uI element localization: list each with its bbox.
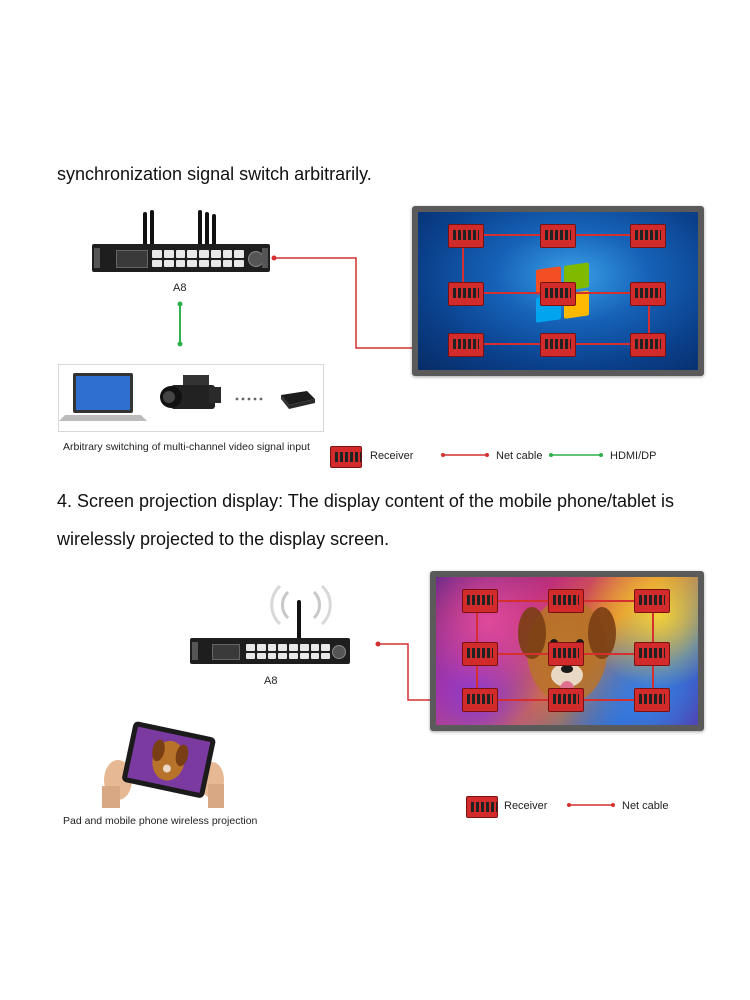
receiver-card <box>448 224 484 248</box>
legend-hdmi-line <box>549 453 603 457</box>
legend-receiver-icon-bottom <box>466 796 498 818</box>
laptop-icon <box>59 373 147 421</box>
legend-hdmi-label: HDMI/DP <box>610 450 657 462</box>
receiver-card <box>448 333 484 357</box>
led-screen-dog <box>430 571 704 731</box>
receiver-card <box>630 282 666 306</box>
legend-net-cable-line <box>441 453 489 457</box>
net-cable-link-bottom <box>375 641 438 701</box>
section4-heading-line2: wirelessly projected to the display scre… <box>57 529 390 549</box>
receiver-card <box>540 224 576 248</box>
antenna <box>143 212 147 248</box>
section3-heading: synchronization signal switch arbitraril… <box>57 164 372 184</box>
receiver-card <box>462 642 498 666</box>
net-cable-link-top <box>271 255 440 349</box>
receiver-card <box>540 333 576 357</box>
antenna <box>150 210 154 248</box>
hdmi-link <box>177 301 183 347</box>
legend-net-cable-line-bottom <box>567 803 615 807</box>
receiver-card <box>630 333 666 357</box>
receiver-card <box>548 589 584 613</box>
video-sources-panel <box>58 364 324 432</box>
led-screen-windows <box>412 206 704 376</box>
video-processor-unit-bottom <box>190 638 350 664</box>
legend-receiver-icon <box>330 446 362 468</box>
set-top-box-icon <box>281 391 315 409</box>
section4-heading-line1: 4. Screen projection display: The displa… <box>57 491 675 511</box>
device-label-a8: A8 <box>173 282 187 294</box>
legend-receiver-label-bottom: Receiver <box>504 800 548 812</box>
legend-receiver-label: Receiver <box>370 450 414 462</box>
receiver-card <box>634 589 670 613</box>
antenna <box>297 600 301 642</box>
tablet-icon <box>102 721 224 808</box>
tablet-caption: Pad and mobile phone wireless projection <box>63 815 258 827</box>
receiver-card <box>448 282 484 306</box>
wireless-signal-icon <box>270 584 332 626</box>
sources-caption: Arbitrary switching of multi-channel vid… <box>63 441 310 453</box>
legend-net-cable-label-bottom: Net cable <box>622 800 669 812</box>
receiver-card <box>540 282 576 306</box>
receiver-card <box>462 589 498 613</box>
video-processor-unit <box>92 244 270 272</box>
antenna <box>212 214 216 248</box>
antenna <box>205 212 209 248</box>
receiver-card <box>634 642 670 666</box>
receiver-card <box>630 224 666 248</box>
receiver-card <box>548 688 584 712</box>
receiver-card <box>462 688 498 712</box>
legend-net-cable-label: Net cable <box>496 450 543 462</box>
camcorder-icon <box>160 375 221 409</box>
sources-illustration <box>59 373 315 421</box>
antenna <box>198 210 202 248</box>
receiver-card <box>634 688 670 712</box>
device-label-a8-bottom: A8 <box>264 675 278 687</box>
receiver-card <box>548 642 584 666</box>
